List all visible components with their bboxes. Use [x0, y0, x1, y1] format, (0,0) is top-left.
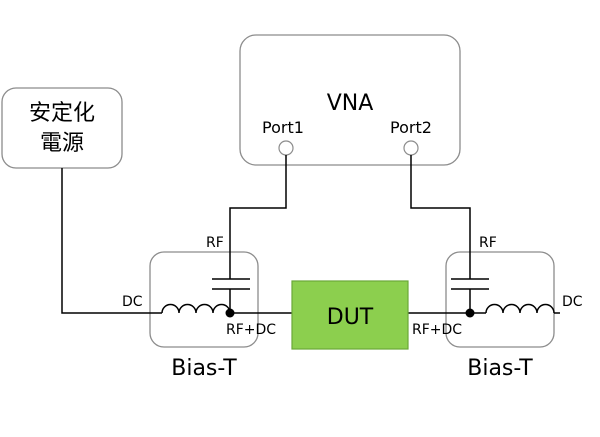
dut-label: DUT: [327, 305, 374, 330]
power-supply-label-line1: 安定化: [29, 101, 95, 126]
bias-t-right-rf-label: RF: [479, 235, 497, 251]
bias-t-left-box: [149, 251, 259, 348]
vna: VNA Port1 Port2: [239, 34, 461, 166]
wires: [61, 155, 560, 318]
vna-port1-label: Port1: [262, 118, 304, 137]
bias-t-left-dc-label: DC: [122, 294, 143, 310]
bias-t-right-label: Bias-T: [467, 356, 533, 381]
left-junction-dot: [225, 308, 235, 318]
port2-connector-icon: [403, 140, 419, 156]
port2-rf-wire: [410, 155, 471, 279]
bias-t-left: Bias-T RF DC RF+DC: [122, 235, 276, 381]
dc-supply-wire: [61, 168, 162, 314]
bias-t-left-rfdc-label: RF+DC: [226, 322, 276, 338]
power-supply: 安定化 電源: [1, 87, 123, 169]
port1-connector-icon: [278, 140, 294, 156]
dut-box: [291, 280, 409, 350]
vna-box: [239, 34, 461, 166]
bias-t-right-rfdc-label: RF+DC: [412, 322, 462, 338]
left-inductor-icon: [161, 303, 231, 314]
right-inductor-icon: [485, 303, 555, 314]
bias-t-left-label: Bias-T: [171, 356, 237, 381]
vna-port2-label: Port2: [390, 118, 432, 137]
power-supply-label-line2: 電源: [40, 131, 84, 156]
bias-t-right: Bias-T RF DC RF+DC: [412, 235, 583, 381]
port1-rf-wire: [229, 155, 287, 279]
power-supply-box: [1, 87, 123, 169]
bias-t-left-rf-label: RF: [206, 235, 224, 251]
bias-t-right-box: [445, 251, 555, 348]
vna-title: VNA: [327, 91, 374, 116]
dut: DUT: [291, 280, 409, 350]
bias-t-right-dc-label: DC: [562, 294, 583, 310]
